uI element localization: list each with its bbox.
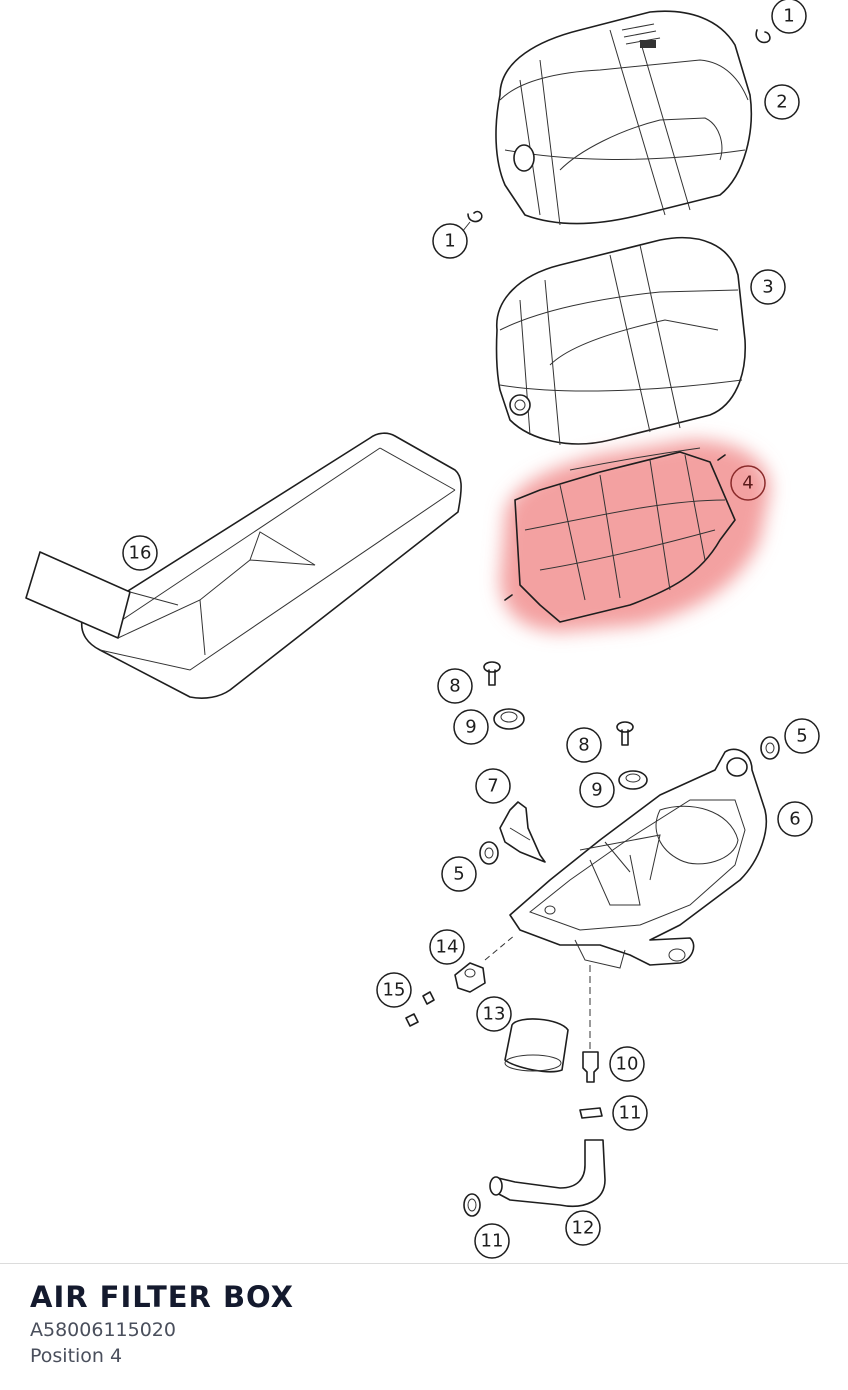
callout-number: 7 (487, 776, 498, 797)
callout-number: 13 (483, 1004, 506, 1025)
callout-circle (432, 223, 468, 259)
grommet-part-9-right[interactable] (618, 770, 648, 790)
callout-circle (784, 718, 820, 754)
drain-fitting-part-10[interactable] (582, 965, 599, 1083)
callout-circle (476, 996, 512, 1032)
callout-16[interactable]: 16 (122, 535, 158, 571)
callout-number: 9 (591, 780, 602, 801)
callout-2[interactable]: 2 (764, 84, 800, 120)
callout-circle (474, 1223, 510, 1259)
callout-14[interactable]: 14 (429, 929, 465, 965)
callout-11[interactable]: 11 (474, 1223, 510, 1259)
screw-part-15-b[interactable] (405, 1013, 419, 1027)
callout-12[interactable]: 12 (565, 1210, 601, 1246)
callout-number: 1 (444, 231, 455, 252)
callout-circle (771, 0, 807, 34)
callout-number: 16 (129, 543, 152, 564)
callout-circle (376, 972, 412, 1008)
screw-part-8-left[interactable] (483, 661, 501, 686)
callout-circle (750, 269, 786, 305)
callout-number: 8 (449, 676, 460, 697)
clamp-part-11-left[interactable] (463, 1193, 481, 1217)
callout-1[interactable]: 1 (771, 0, 807, 34)
screw-part-15-a[interactable] (422, 991, 435, 1005)
bushing-part-5-right[interactable] (760, 736, 780, 760)
callout-number: 9 (465, 717, 476, 738)
callout-circle (730, 465, 766, 501)
callout-number: 1 (783, 6, 794, 27)
air-filter-box-housing-part-6[interactable] (509, 748, 767, 969)
callout-number: 10 (616, 1054, 639, 1075)
callout-number: 12 (572, 1218, 595, 1239)
callout-number: 4 (742, 473, 753, 494)
callout-circle (609, 1046, 645, 1082)
callout-number: 15 (383, 980, 406, 1001)
callout-number: 5 (453, 864, 464, 885)
clip-part-1-side[interactable] (467, 210, 483, 223)
callout-circle (777, 801, 813, 837)
callout-circle (437, 668, 473, 704)
sleeve-part-13[interactable] (504, 1018, 569, 1073)
callout-circle (453, 709, 489, 745)
callout-9[interactable]: 9 (453, 709, 489, 745)
callout-circle (764, 84, 800, 120)
grommet-part-9-left[interactable] (493, 708, 525, 730)
callout-circle (122, 535, 158, 571)
bracket-part-7[interactable] (499, 801, 546, 863)
position-label: Position 4 (30, 1345, 123, 1367)
callout-circle (475, 768, 511, 804)
sensor-part-14[interactable] (454, 934, 516, 993)
part-group-title: AIR FILTER BOX (30, 1280, 295, 1314)
callout-8[interactable]: 8 (566, 727, 602, 763)
drain-hose-part-12[interactable] (489, 1139, 606, 1207)
callout-15[interactable]: 15 (376, 972, 412, 1008)
callout-number: 3 (762, 277, 773, 298)
callout-11[interactable]: 11 (612, 1095, 648, 1131)
callout-1[interactable]: 1 (432, 223, 468, 259)
callout-number: 8 (578, 735, 589, 756)
callout-circle (429, 929, 465, 965)
callout-9[interactable]: 9 (579, 772, 615, 808)
callout-number: 5 (796, 726, 807, 747)
part-info-footer: AIR FILTER BOX A58006115020 Position 4 (0, 1263, 848, 1390)
callout-number: 2 (776, 92, 787, 113)
callout-5[interactable]: 5 (784, 718, 820, 754)
air-filter-cover-part-2[interactable] (495, 10, 753, 226)
bushing-part-5-left[interactable] (479, 841, 499, 865)
intake-duct-part-16[interactable] (25, 432, 462, 699)
callout-13[interactable]: 13 (476, 996, 512, 1032)
screw-part-8-right[interactable] (616, 721, 634, 746)
part-number: A58006115020 (30, 1319, 176, 1341)
callout-10[interactable]: 10 (609, 1046, 645, 1082)
air-filter-part-3[interactable] (495, 236, 746, 446)
callout-number: 11 (619, 1103, 642, 1124)
clip-part-1-top[interactable] (755, 29, 771, 44)
callout-5[interactable]: 5 (441, 856, 477, 892)
callout-circle (565, 1210, 601, 1246)
callout-number: 14 (436, 937, 459, 958)
callout-number: 6 (789, 809, 800, 830)
callout-4-selected[interactable]: 4 (730, 465, 766, 501)
callout-3[interactable]: 3 (750, 269, 786, 305)
filter-cage-part-4[interactable] (500, 440, 770, 632)
callout-6[interactable]: 6 (777, 801, 813, 837)
callout-8[interactable]: 8 (437, 668, 473, 704)
callout-circle (612, 1095, 648, 1131)
callout-number: 11 (481, 1231, 504, 1252)
clamp-part-11-right[interactable] (579, 1107, 603, 1119)
callout-circle (566, 727, 602, 763)
callout-circle (441, 856, 477, 892)
callout-circle (579, 772, 615, 808)
label-sticker-icon (621, 23, 661, 48)
callout-7[interactable]: 7 (475, 768, 511, 804)
